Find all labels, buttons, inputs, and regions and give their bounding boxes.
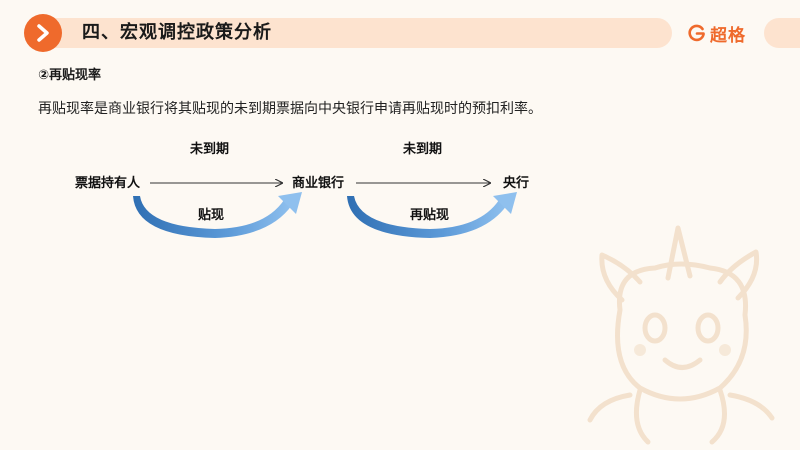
definition-text: 再贴现率是商业银行将其贴现的未到期票据向中央银行申请再贴现时的预扣利率。: [38, 101, 542, 117]
subheading: ②再贴现率: [38, 68, 102, 83]
node-holder: 票据持有人: [75, 176, 141, 191]
mascot-watermark: [587, 225, 775, 445]
curved-arrow-1: [133, 192, 302, 238]
brand-logo-icon: [688, 24, 705, 42]
edge-bottom-label-1: 贴现: [198, 208, 225, 223]
curved-arrow-2: [347, 192, 517, 238]
brand-name: 超格: [710, 25, 746, 46]
header-bar: [40, 18, 672, 48]
chevron-right-icon: [24, 14, 62, 52]
edge-top-label-1: 未到期: [190, 142, 230, 157]
node-commercial-bank: 商业银行: [292, 176, 345, 191]
brand-logo: 超格: [688, 19, 746, 47]
section-title: 四、宏观调控政策分析: [82, 22, 272, 43]
node-central-bank: 央行: [503, 176, 530, 191]
edge-top-label-2: 未到期: [403, 142, 443, 157]
header-bar-tail: [764, 18, 800, 48]
edge-bottom-label-2: 再贴现: [410, 208, 450, 223]
